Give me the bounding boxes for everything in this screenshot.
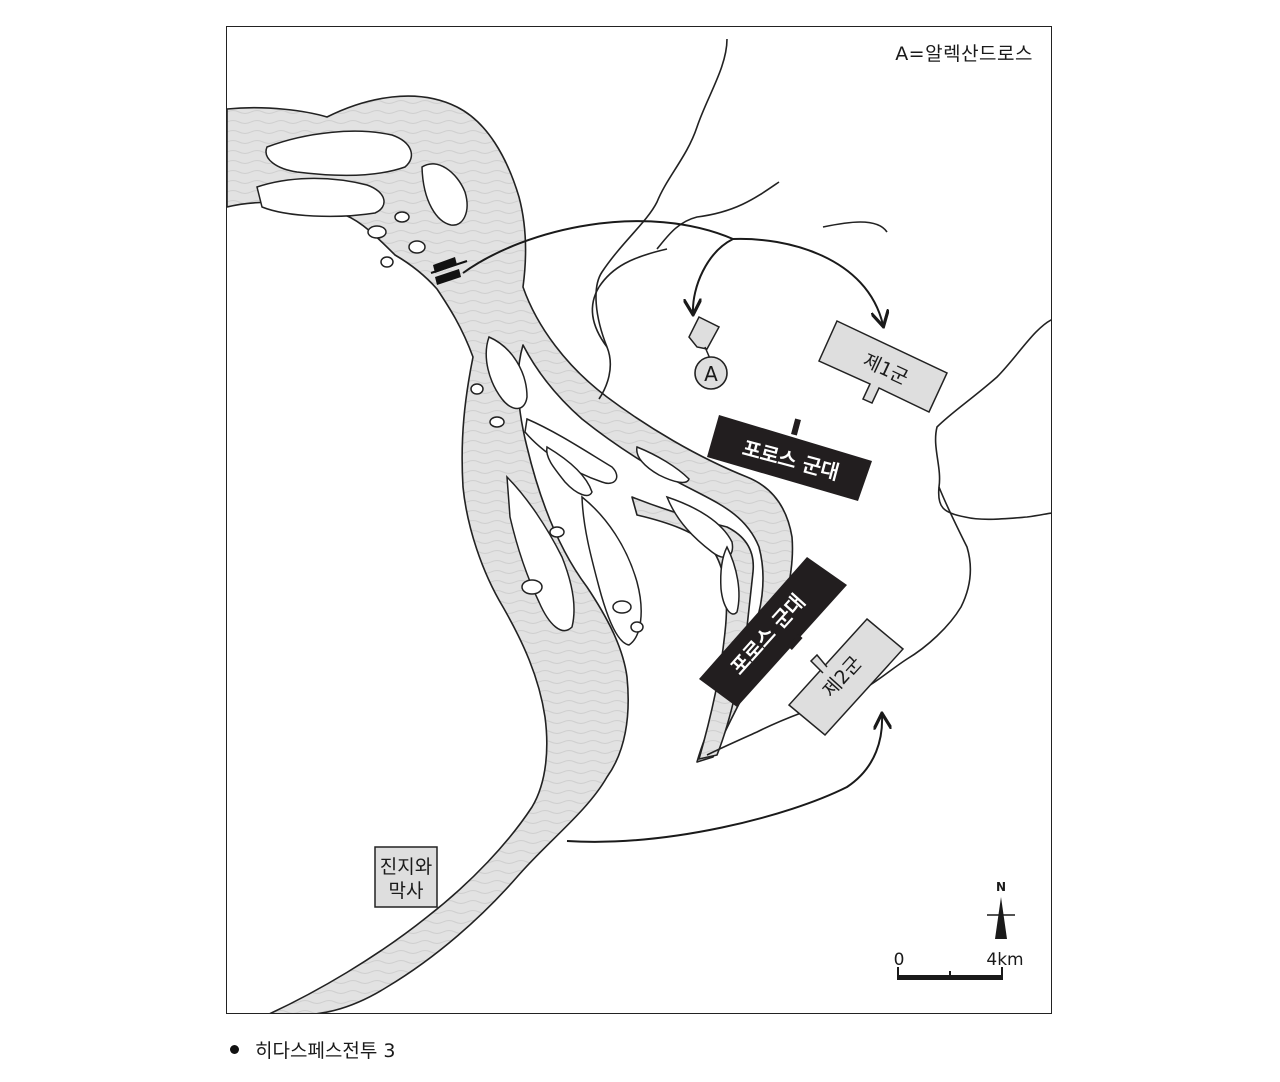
scale-start-label: 0 <box>894 950 905 970</box>
bullet-icon <box>230 1045 239 1054</box>
porus-army-north-unit: 포로스 군대 <box>707 415 872 501</box>
first-army-unit: 제1군 <box>818 319 948 414</box>
figure-caption: 히다스페스전투 3 <box>230 1036 396 1063</box>
alexander-unit: A <box>688 315 728 390</box>
battle-map: A 제1군 포로스 군대 포로스 군대 제2군 진지와 <box>227 38 1051 1013</box>
second-army-unit: 제2군 <box>787 617 905 737</box>
scale-bar: 0 4km <box>894 950 1024 980</box>
map-frame: A 제1군 포로스 군대 포로스 군대 제2군 진지와 <box>226 26 1052 1014</box>
camp-unit: 진지와 막사 <box>374 846 438 908</box>
legend-note: A=알렉산드로스 <box>895 43 1033 65</box>
river <box>227 95 794 1013</box>
scale-end-label: 4km <box>986 950 1023 970</box>
tributaries <box>591 38 1051 756</box>
camp-label-line2: 막사 <box>389 880 424 902</box>
islands <box>256 130 740 646</box>
north-arrow-icon <box>995 897 1007 939</box>
caption-text: 히다스페스전투 3 <box>255 1040 396 1062</box>
compass-rose: N <box>987 880 1015 939</box>
maneuver-arrows <box>462 220 883 843</box>
camp-label-line1: 진지와 <box>380 856 432 878</box>
compass-north-label: N <box>996 880 1006 894</box>
alexander-label: A <box>704 362 718 386</box>
crossing-mark <box>430 257 468 285</box>
